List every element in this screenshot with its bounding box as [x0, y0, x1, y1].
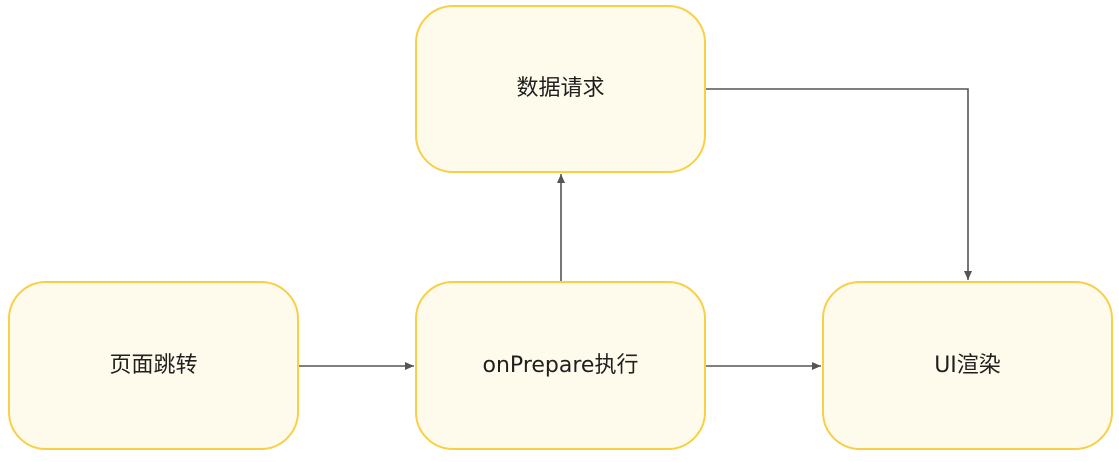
node-label: 页面跳转 [109, 352, 198, 378]
node-data-request: 数据请求 [415, 5, 706, 173]
node-label: UI渲染 [934, 352, 1001, 378]
node-page-jump: 页面跳转 [8, 281, 299, 450]
node-label: onPrepare执行 [482, 352, 639, 378]
node-onprepare: onPrepare执行 [415, 281, 706, 450]
node-ui-render: UI渲染 [822, 281, 1113, 450]
arrow-request-to-render [706, 88, 972, 280]
node-label: 数据请求 [516, 76, 605, 101]
